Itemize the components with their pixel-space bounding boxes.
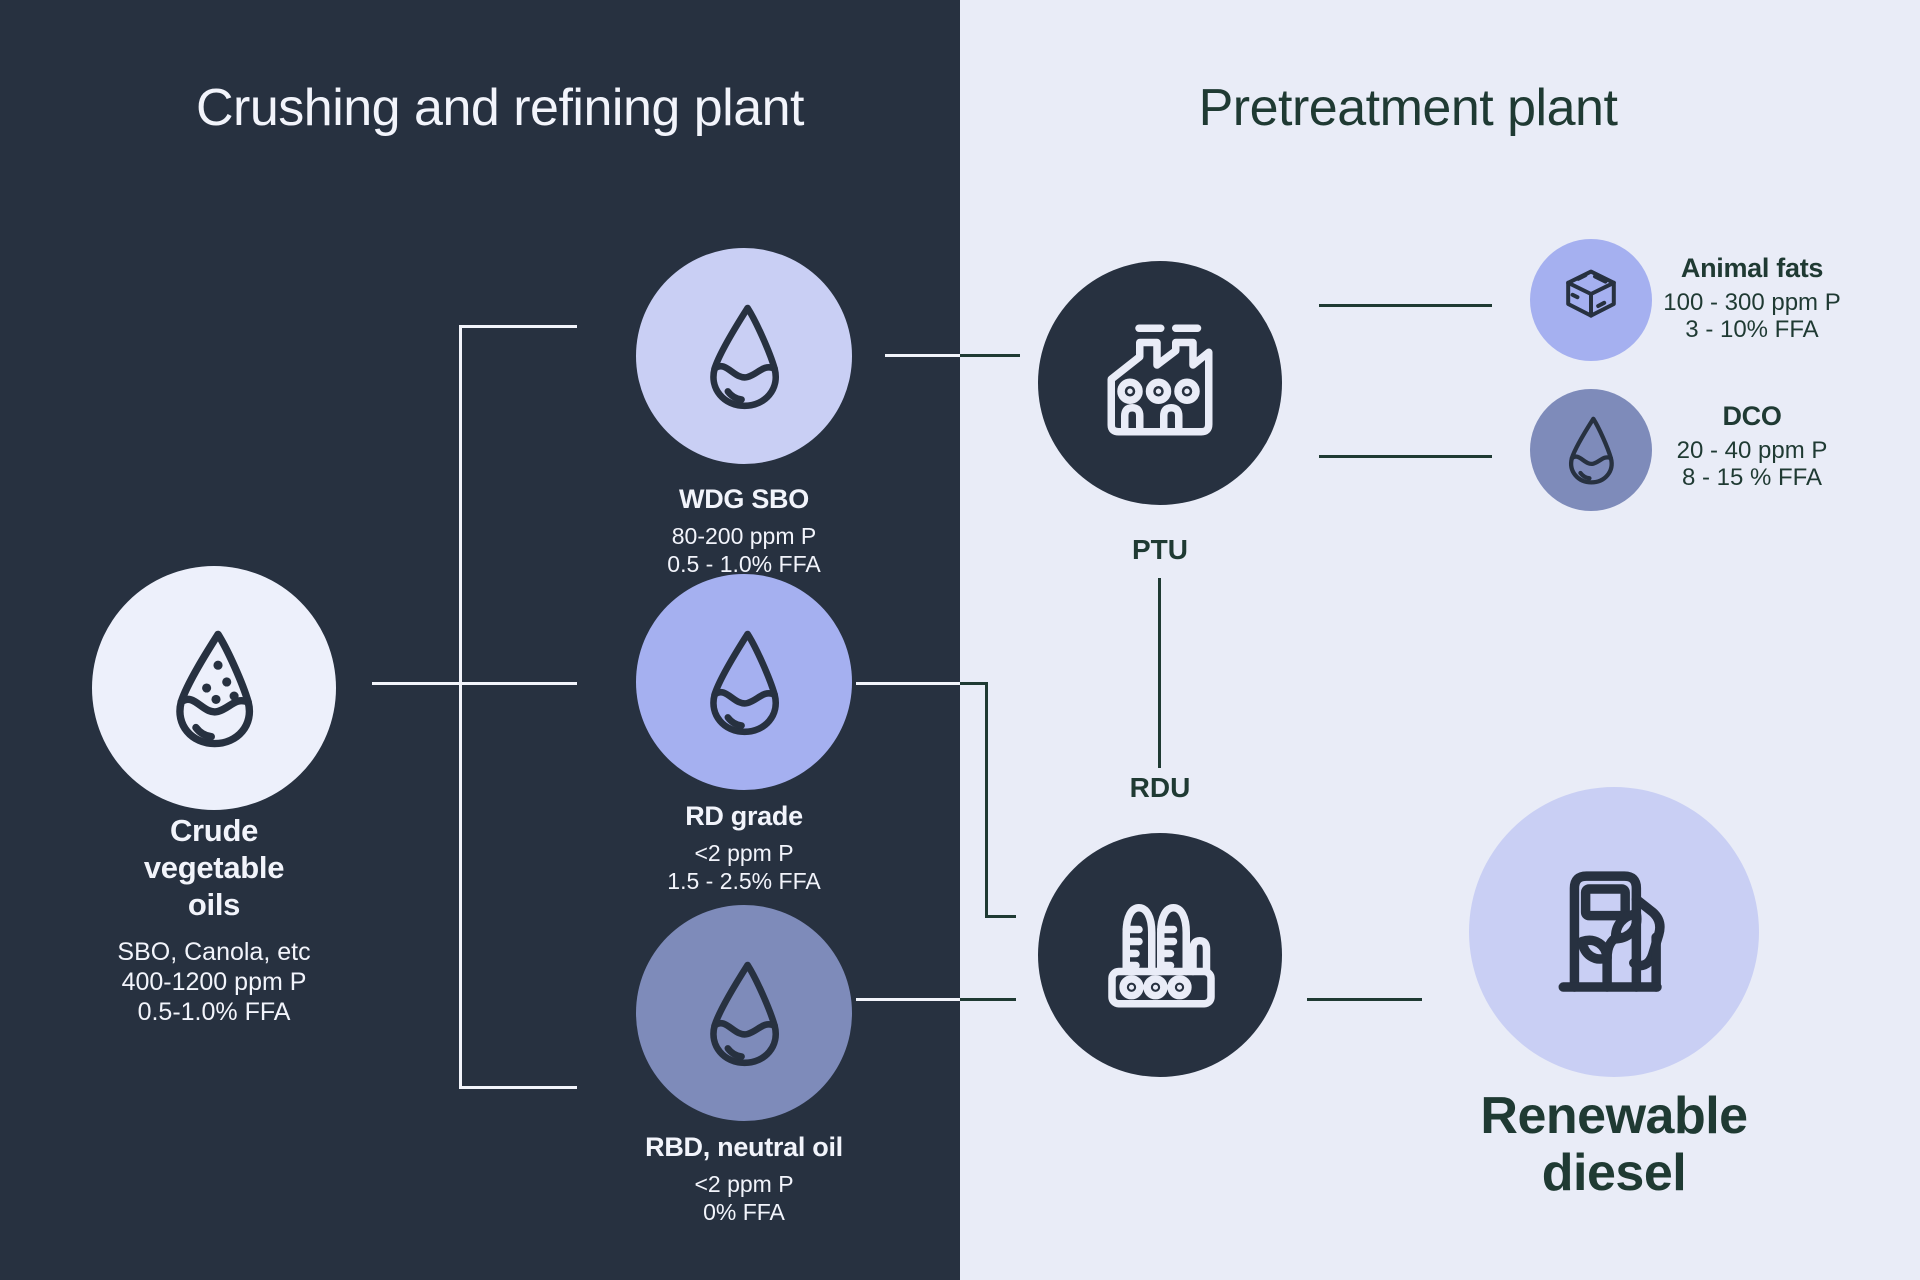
connector-rd-elbow-top	[960, 682, 988, 685]
connector-rbd-to-rdu-right	[960, 998, 1016, 1001]
dco-detail: 8 - 15 % FFA	[1681, 464, 1823, 491]
droplet-icon	[1552, 411, 1630, 489]
ptu-label: PTU	[1132, 534, 1188, 565]
connector-ptu-to-animal-fats	[1319, 304, 1492, 307]
connector-rbd-to-rdu-left	[856, 998, 960, 1001]
renewable-diesel-node	[1469, 787, 1759, 1077]
rbd-label: RBD, neutral oil <2 ppm P 0% FFA	[594, 1131, 894, 1226]
connector-rd-elbow-vertical	[985, 682, 988, 918]
rdu-node	[1038, 833, 1282, 1077]
crude-oil-detail: 0.5-1.0% FFA	[137, 998, 291, 1026]
dco-title: DCO	[1722, 401, 1782, 431]
animal-fats-detail: 3 - 10% FFA	[1685, 316, 1819, 343]
rd-grade-node	[636, 574, 852, 790]
crude-oil-node	[92, 566, 336, 810]
connector-wdg-to-ptu-right	[960, 354, 1020, 357]
connector-branch-to-wdg	[459, 325, 577, 328]
dco-node	[1530, 389, 1652, 511]
connector-rdu-to-renewable	[1307, 998, 1422, 1001]
crude-oil-detail: SBO, Canola, etc	[117, 938, 311, 966]
connector-rd-elbow-bottom	[985, 915, 1016, 918]
wdg-sbo-title: WDG SBO	[679, 484, 809, 514]
wdg-sbo-detail: 80-200 ppm P	[671, 523, 817, 549]
dco-label: DCO 20 - 40 ppm P 8 - 15 % FFA	[1627, 400, 1877, 491]
animal-fats-label: Animal fats 100 - 300 ppm P 3 - 10% FFA	[1627, 252, 1877, 343]
renewable-diesel-label: Renewable diesel	[1480, 1087, 1748, 1202]
dco-detail: 20 - 40 ppm P	[1676, 437, 1828, 464]
rd-grade-detail: 1.5 - 2.5% FFA	[667, 868, 821, 894]
connector-crude-to-branch	[372, 682, 577, 685]
crude-oil-label: Crude vegetable oils SBO, Canola, etc 40…	[64, 812, 364, 1027]
animal-fats-detail: 100 - 300 ppm P	[1663, 289, 1841, 316]
rd-grade-title: RD grade	[685, 801, 803, 831]
wdg-sbo-label: WDG SBO 80-200 ppm P 0.5 - 1.0% FFA	[594, 483, 894, 578]
wdg-sbo-detail: 0.5 - 1.0% FFA	[667, 551, 821, 577]
rd-grade-label: RD grade <2 ppm P 1.5 - 2.5% FFA	[594, 800, 894, 895]
droplet-icon	[684, 296, 804, 416]
crude-oil-title: Crude vegetable oils	[143, 813, 285, 922]
rbd-detail: <2 ppm P	[694, 1171, 794, 1197]
fat-cube-icon	[1551, 260, 1631, 340]
animal-fats-title: Animal fats	[1680, 253, 1824, 283]
rbd-node	[636, 905, 852, 1121]
refinery-icon	[1085, 880, 1235, 1030]
connector-wdg-to-ptu-left	[885, 354, 960, 357]
ptu-node	[1038, 261, 1282, 505]
droplet-icon	[684, 953, 804, 1073]
animal-fats-node	[1530, 239, 1652, 361]
crude-droplet-icon	[147, 621, 281, 755]
wdg-sbo-node	[636, 248, 852, 464]
rbd-detail: 0% FFA	[703, 1199, 785, 1225]
droplet-icon	[684, 622, 804, 742]
left-panel-title: Crushing and refining plant	[195, 79, 805, 137]
connector-branch-vertical	[459, 326, 462, 1089]
connector-branch-to-rbd	[459, 1086, 577, 1089]
connector-ptu-to-dco	[1319, 455, 1492, 458]
connector-rd-to-rdu-left	[856, 682, 960, 685]
factory-icon	[1085, 308, 1235, 458]
connector-ptu-to-rdu	[1158, 578, 1161, 768]
crude-oil-detail: 400-1200 ppm P	[121, 968, 307, 996]
rdu-label: RDU	[1129, 772, 1191, 803]
fuel-pump-icon	[1528, 846, 1700, 1018]
rbd-title: RBD, neutral oil	[645, 1132, 843, 1162]
right-panel-title: Pretreatment plant	[1198, 79, 1618, 137]
rd-grade-detail: <2 ppm P	[694, 840, 794, 866]
